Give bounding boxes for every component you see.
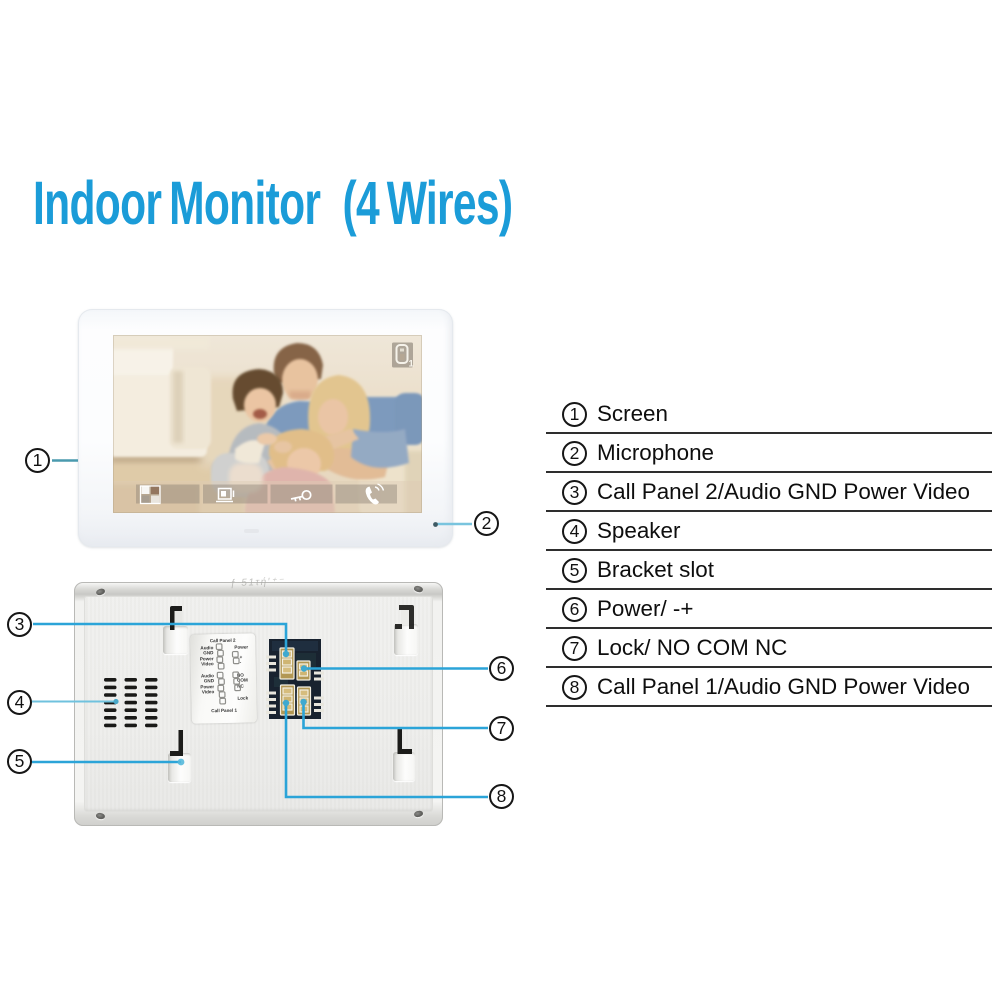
svg-text:1: 1 <box>409 359 415 370</box>
